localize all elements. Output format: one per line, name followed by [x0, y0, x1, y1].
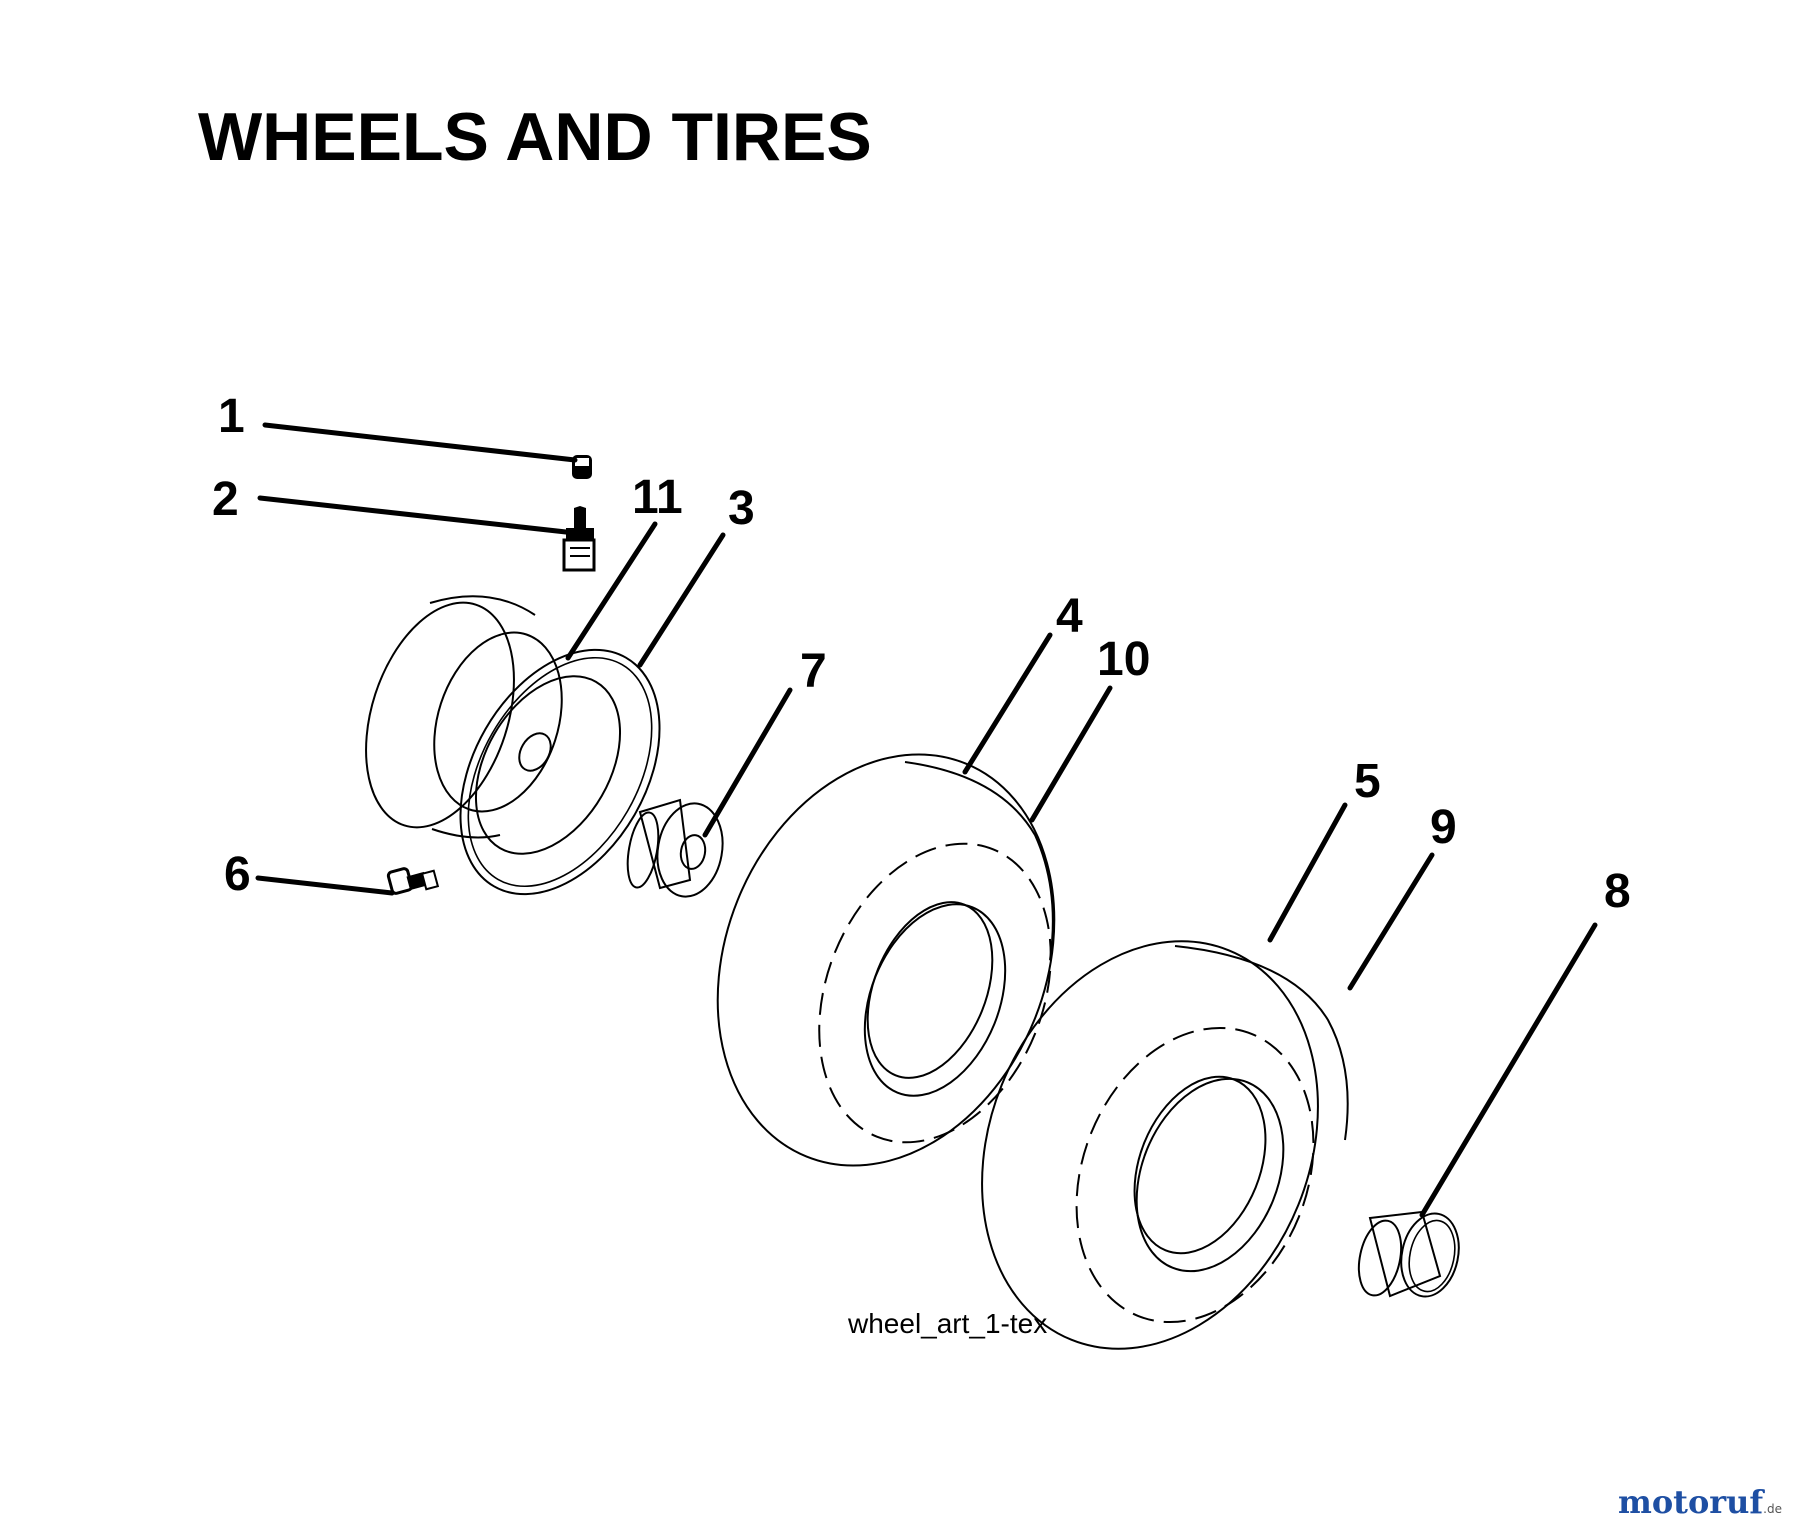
leader-line-10 — [1029, 685, 1113, 823]
valve-stem-part — [562, 506, 596, 572]
hub-cap-part — [1357, 1210, 1460, 1298]
callout-3: 3 — [728, 482, 755, 535]
callout-4: 4 — [1056, 590, 1083, 643]
front-tire-part — [716, 753, 1056, 1167]
callout-8: 8 — [1604, 865, 1631, 918]
watermark-logo: motoruf.de — [1618, 1483, 1782, 1521]
leader-line-7 — [702, 687, 793, 838]
callout-6: 6 — [224, 848, 251, 901]
callout-11: 11 — [632, 471, 683, 524]
wheel-rim-part — [365, 595, 661, 896]
watermark-tld: .de — [1763, 1502, 1782, 1516]
callout-5: 5 — [1354, 755, 1381, 808]
callout-7: 7 — [800, 645, 827, 698]
callout-9: 9 — [1430, 801, 1457, 854]
flanged-bushing-part — [626, 798, 724, 898]
leader-line-2 — [257, 495, 569, 535]
leader-line-5 — [1267, 802, 1348, 943]
leader-line-11 — [565, 521, 658, 661]
grease-fitting-part — [386, 867, 440, 895]
callout-2: 2 — [212, 473, 239, 526]
leader-line-1 — [262, 422, 578, 463]
leader-line-4 — [962, 632, 1053, 775]
diagram-title: WHEELS AND TIRES — [198, 99, 872, 175]
art-reference-label: wheel_art_1-tex — [847, 1308, 1047, 1339]
leader-line-9 — [1347, 852, 1435, 991]
leader-line-6 — [255, 875, 395, 896]
rear-tire-part — [981, 940, 1349, 1350]
leader-line-8 — [1419, 922, 1598, 1218]
callout-10: 10 — [1097, 633, 1150, 686]
leader-line-3 — [637, 532, 726, 668]
callout-1: 1 — [218, 390, 245, 443]
watermark-text: motoruf — [1617, 1483, 1764, 1521]
